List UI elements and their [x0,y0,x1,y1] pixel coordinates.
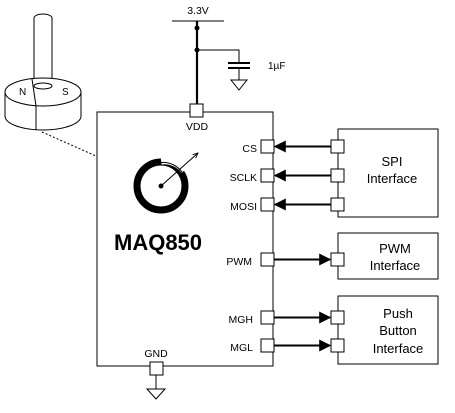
pwm-interface-label-line1: PWM [379,241,411,256]
spi-pad-mosi [330,197,345,212]
capacitor-ground-icon [229,79,249,91]
pin-label-sclk: SCLK [230,172,257,184]
spi-pad-cs [330,139,345,154]
gnd-pin-pad [149,361,164,376]
push-button-interface: Push Button Interface [274,295,439,365]
vdd-label: VDD [186,121,209,133]
push-interface-label-line1: Push [383,306,413,321]
gnd-label: GND [144,348,168,360]
power-supply: 3.3V 1µF [172,5,285,104]
capacitor-wire [197,49,240,62]
shaft [33,13,53,86]
pin-pad-sclk [260,168,275,183]
spi-interface-label-line1: SPI [382,154,403,169]
magnet-disc: N S [4,77,82,131]
supply-voltage-label: 3.3V [187,5,209,17]
spi-interface: SPI Interface [273,128,439,218]
vdd-pin-pad [189,103,204,118]
magnet-north-label: N [19,87,26,98]
push-interface-label-line3: Interface [373,341,424,356]
pwm-interface-pad [330,252,345,267]
spi-pad-sclk [330,168,345,183]
pin-pad-pwm [260,252,275,267]
pin-label-mgl: MGL [230,342,253,354]
capacitor-label: 1µF [268,61,285,72]
pin-label-mgh: MGH [229,314,254,326]
push-pad-mgl [330,338,345,353]
pin-label-pwm: PWM [226,256,252,268]
capacitor [228,62,250,91]
pin-pad-mgl [260,338,275,353]
pin-pad-cs [260,139,275,154]
push-interface-label-line2: Button [379,323,417,338]
push-pad-mgh [330,310,345,325]
ground-icon [145,388,167,400]
chip-name: MAQ850 [114,230,202,255]
pin-label-mosi: MOSI [230,201,257,213]
sensor-icon [133,153,198,214]
pin-pad-mgh [260,310,275,325]
chip: VDD MAQ850 CS SCLK MOSI PWM MGH MGL GND [96,103,275,400]
pwm-interface-box [337,232,439,280]
magnet-south-label: S [62,87,69,98]
chip-body [96,111,274,367]
pwm-interface: PWM Interface [274,232,439,280]
pin-pad-mosi [260,197,275,212]
spi-interface-box [337,128,439,218]
junction-dot [194,25,200,31]
pwm-interface-label-line2: Interface [370,258,421,273]
magnet-shaft-illustration: N S [4,13,151,181]
pin-label-cs: CS [242,143,257,155]
push-interface-box [337,295,439,365]
spi-interface-label-line2: Interface [367,171,418,186]
